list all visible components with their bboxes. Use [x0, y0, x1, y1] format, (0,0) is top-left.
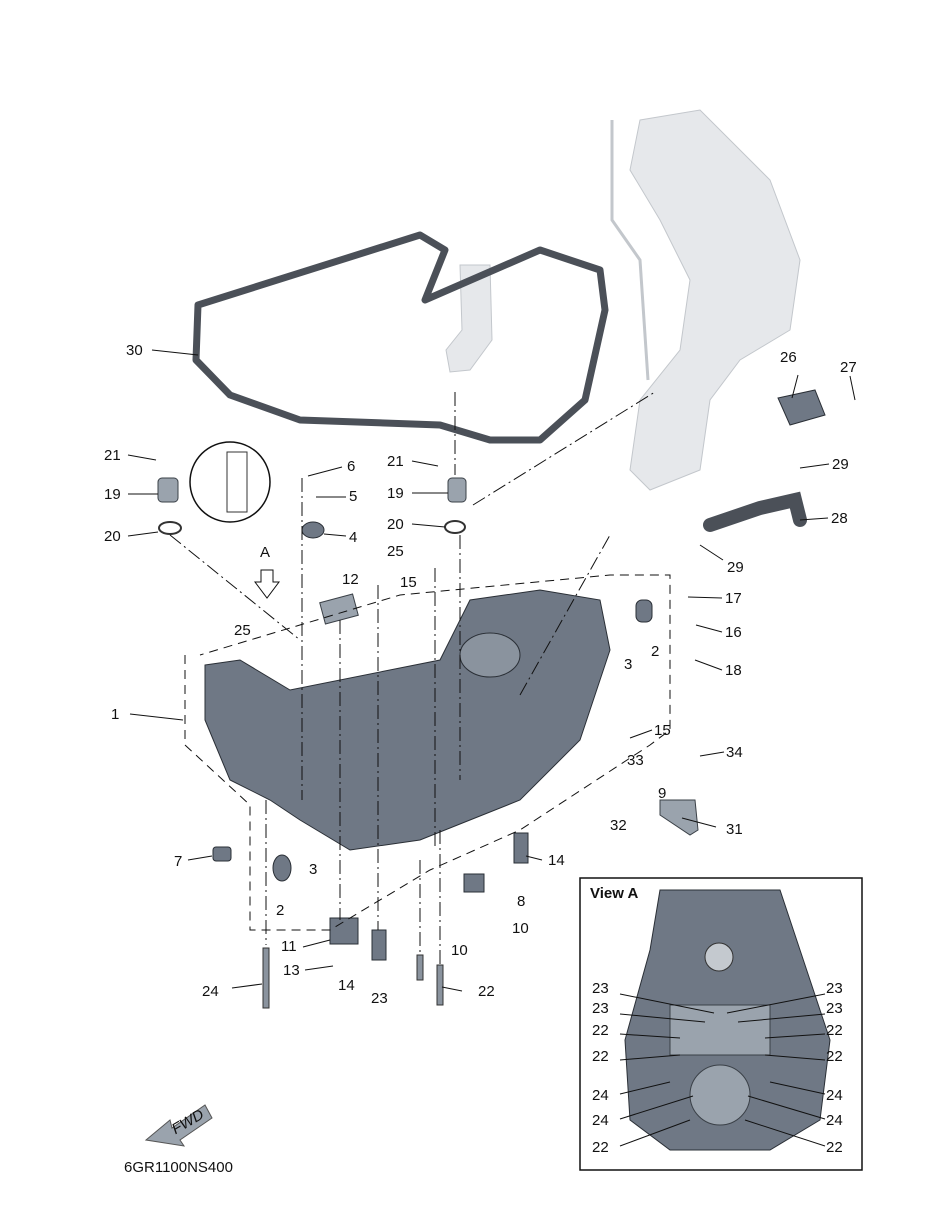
view-a-inset: View A 23 23 23 23 22 22 22 22 24: [579, 877, 863, 1171]
callout-9: 9: [658, 785, 666, 802]
o-ring-20-right: [444, 520, 466, 534]
callout-29-bottom: 29: [727, 559, 744, 576]
callout-2-bottom: 2: [276, 902, 284, 919]
view-a-callout-23-l2: 23: [592, 1000, 609, 1017]
callout-12: 12: [342, 571, 359, 588]
fwd-arrow-icon: FWD: [144, 1104, 213, 1147]
callout-28: 28: [831, 510, 848, 527]
view-a-callout-24-r1: 24: [826, 1087, 843, 1104]
callout-19-left: 19: [104, 486, 121, 503]
grommet-4: [301, 521, 325, 539]
callouts: 30 26 27 29 28 29 21 19 20 6 5 4 21 19 2…: [104, 342, 857, 1007]
view-a-center: [689, 1064, 751, 1126]
callout-8: 8: [517, 893, 525, 910]
callout-30: 30: [126, 342, 143, 359]
callout-4: 4: [349, 529, 357, 546]
callout-17: 17: [725, 590, 742, 607]
callout-26: 26: [780, 349, 797, 366]
sleeve-14-right: [513, 832, 529, 864]
bracket-19-right: [447, 477, 467, 503]
callout-20-right: 20: [387, 516, 404, 533]
diagram-code: 6GR1100NS400: [124, 1159, 233, 1176]
view-a-hub: [704, 942, 734, 972]
view-a-callout-22-l2: 22: [592, 1048, 609, 1065]
view-a-bracket: [669, 1004, 771, 1056]
exploded-axis-lines: [169, 391, 656, 965]
callout-21-left: 21: [104, 447, 121, 464]
callout-16: 16: [725, 624, 742, 641]
view-a-callout-22-r2: 22: [826, 1048, 843, 1065]
callout-6: 6: [347, 458, 355, 475]
view-a-callout-23-r2: 23: [826, 1000, 843, 1017]
callout-29-top: 29: [832, 456, 849, 473]
view-a-callout-24-l2: 24: [592, 1112, 609, 1129]
view-a-callout-22-r3: 22: [826, 1139, 843, 1156]
callout-21-right: 21: [387, 453, 404, 470]
callout-5: 5: [349, 488, 357, 505]
fitting-8: [463, 873, 485, 893]
callout-25-left: 25: [234, 622, 251, 639]
callout-31: 31: [726, 821, 743, 838]
ghost-exhaust-assembly: [445, 109, 801, 491]
callout-1: 1: [111, 706, 119, 723]
view-a-title: View A: [590, 885, 639, 902]
callout-20-left: 20: [104, 528, 121, 545]
callout-2-top: 2: [651, 643, 659, 660]
group-outline-left: [184, 574, 671, 931]
view-arrow-icon: [254, 569, 280, 599]
o-ring-20-left: [158, 521, 182, 535]
grommet-2-top: [635, 599, 653, 623]
callout-24: 24: [202, 983, 219, 1000]
callout-22: 22: [478, 983, 495, 1000]
bolt-23: [416, 954, 424, 981]
view-a-callout-24-r2: 24: [826, 1112, 843, 1129]
callout-10-bottom: 10: [451, 942, 468, 959]
callout-34: 34: [726, 744, 743, 761]
bolt-24: [262, 947, 270, 1009]
callout-14-bottom: 14: [338, 977, 355, 994]
callout-15-right: 15: [654, 722, 671, 739]
bracket-31: [659, 799, 699, 836]
callout-25-top: 25: [387, 543, 404, 560]
gasket-12: [319, 593, 359, 625]
seal-2-bottom: [272, 854, 292, 882]
callout-7: 7: [174, 853, 182, 870]
callout-33: 33: [627, 752, 644, 769]
fitting-11: [329, 917, 359, 945]
view-arrow-label: A: [260, 544, 270, 561]
callout-11: 11: [281, 938, 297, 955]
callout-18: 18: [725, 662, 742, 679]
sleeve-14-bottom: [371, 929, 387, 961]
callout-14-right: 14: [548, 852, 565, 869]
callout-19-right: 19: [387, 485, 404, 502]
callout-10-right: 10: [512, 920, 529, 937]
bracket-19-left: [157, 477, 179, 503]
bolt-22: [436, 964, 444, 1006]
cowling-hole: [459, 632, 521, 678]
view-a-callout-23-r1: 23: [826, 980, 843, 997]
fitting-7: [212, 846, 232, 862]
callout-15-top: 15: [400, 574, 417, 591]
view-a-callout-22-r1: 22: [826, 1022, 843, 1039]
bracket-26: [777, 389, 826, 426]
view-a-callout-22-l3: 22: [592, 1139, 609, 1156]
detail-pipe: [226, 451, 248, 513]
callout-27: 27: [840, 359, 857, 376]
view-a-leaders: [619, 993, 826, 1147]
callout-13: 13: [283, 962, 300, 979]
leader-lines: [127, 349, 856, 992]
view-a-callout-23-l1: 23: [592, 980, 609, 997]
callout-23: 23: [371, 990, 388, 1007]
callout-3-top: 3: [624, 656, 632, 673]
seal-ring-part: [192, 231, 609, 444]
view-a-callout-22-l1: 22: [592, 1022, 609, 1039]
callout-32: 32: [610, 817, 627, 834]
view-a-callout-24-l1: 24: [592, 1087, 609, 1104]
callout-3-bottom: 3: [309, 861, 317, 878]
hose-28: [703, 491, 807, 532]
